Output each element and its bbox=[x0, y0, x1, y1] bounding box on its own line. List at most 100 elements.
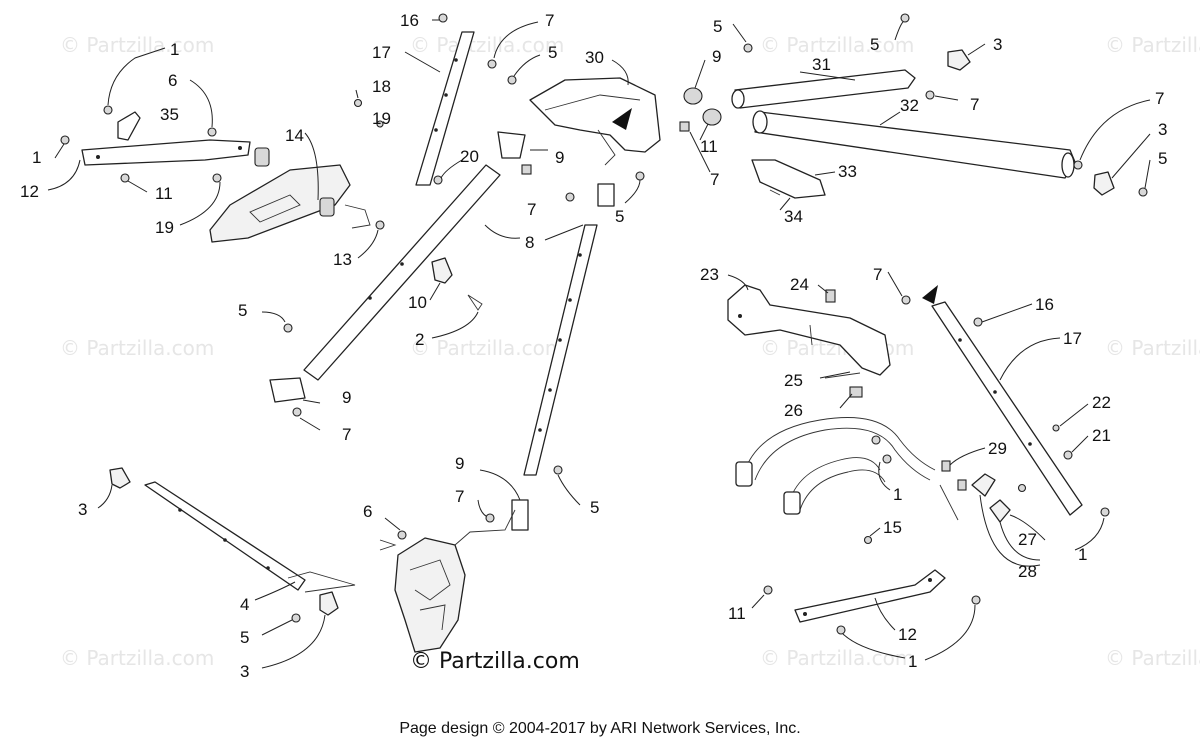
bolt bbox=[1052, 424, 1060, 432]
callout: 3 bbox=[1158, 120, 1167, 139]
washer bbox=[376, 120, 384, 128]
bolt bbox=[973, 317, 983, 327]
callout: 19 bbox=[155, 218, 174, 237]
support-bar bbox=[81, 139, 251, 166]
watermark: © Partzilla.com bbox=[410, 33, 564, 57]
callout: 5 bbox=[615, 207, 624, 226]
callout: 13 bbox=[333, 250, 352, 269]
watermark: © Partzilla.com bbox=[60, 33, 214, 57]
clip bbox=[849, 386, 863, 398]
spacer bbox=[941, 460, 951, 472]
bushing bbox=[521, 164, 532, 175]
nut bbox=[635, 171, 645, 181]
nut bbox=[485, 513, 495, 523]
tube-end bbox=[269, 377, 306, 403]
spacer bbox=[319, 197, 335, 217]
watermark: © Partzilla.com bbox=[410, 336, 564, 360]
bolt bbox=[863, 535, 873, 545]
callout: 25 bbox=[784, 371, 803, 390]
upper-vertical-bar-assembly bbox=[353, 13, 539, 186]
nut bbox=[882, 454, 892, 464]
callout: 15 bbox=[883, 518, 902, 537]
connector bbox=[735, 461, 753, 487]
watermark-grid: © Partzilla.com © Partzilla.com © Partzi… bbox=[60, 33, 1200, 670]
tube-end bbox=[597, 183, 615, 207]
callout: 19 bbox=[372, 109, 391, 128]
callout: 7 bbox=[710, 170, 719, 189]
nut bbox=[825, 289, 836, 303]
callout: 24 bbox=[790, 275, 809, 294]
cable bbox=[799, 469, 886, 511]
callout: 22 bbox=[1092, 393, 1111, 412]
callout: 1 bbox=[908, 652, 917, 671]
callout: 1 bbox=[893, 485, 902, 504]
callout: 1 bbox=[32, 148, 41, 167]
callout: 31 bbox=[812, 55, 831, 74]
mount-plate bbox=[209, 164, 351, 243]
right-mount-assembly bbox=[727, 271, 1110, 567]
callout: 9 bbox=[555, 148, 564, 167]
tie-rod-tube bbox=[523, 224, 598, 476]
callout: 2 bbox=[415, 330, 424, 349]
lower-right-bar-assembly bbox=[751, 527, 981, 661]
callout: 9 bbox=[342, 388, 351, 407]
lower-left-assembly bbox=[97, 465, 581, 669]
bolt bbox=[1017, 483, 1027, 493]
support-bar bbox=[794, 569, 946, 623]
frame-casting bbox=[394, 537, 466, 653]
upper-left-bracket-assembly bbox=[47, 47, 385, 259]
spacer bbox=[957, 479, 967, 491]
ball-joint bbox=[1093, 171, 1115, 196]
bolt bbox=[507, 75, 517, 85]
tube-end bbox=[497, 131, 526, 159]
bolt bbox=[900, 13, 910, 23]
cable bbox=[789, 457, 881, 501]
ball-joint bbox=[319, 591, 339, 616]
upper-tube-assembly bbox=[679, 13, 1151, 211]
watermark: © Partzilla.com bbox=[1105, 336, 1200, 360]
callout: 14 bbox=[285, 126, 304, 145]
spacer bbox=[254, 147, 270, 167]
callout: 1 bbox=[170, 40, 179, 59]
watermark: © Partzilla.com bbox=[760, 33, 914, 57]
callout: 20 bbox=[460, 147, 479, 166]
clamp bbox=[971, 473, 996, 497]
callout: 6 bbox=[168, 71, 177, 90]
callout: 7 bbox=[527, 200, 536, 219]
callout: 12 bbox=[898, 625, 917, 644]
nut bbox=[1073, 160, 1083, 170]
nut bbox=[1100, 507, 1110, 517]
callout: 3 bbox=[78, 500, 87, 519]
callout: 7 bbox=[1155, 89, 1164, 108]
clip bbox=[117, 111, 141, 141]
callout: 28 bbox=[1018, 562, 1037, 581]
bolt bbox=[212, 173, 222, 183]
tie-rod-tubes bbox=[269, 131, 615, 531]
watermark: © Partzilla.com bbox=[1105, 33, 1200, 57]
vertical-bar bbox=[415, 31, 475, 186]
nut bbox=[397, 530, 407, 540]
callout: 27 bbox=[1018, 530, 1037, 549]
callout: 9 bbox=[455, 454, 464, 473]
lower-bar bbox=[144, 481, 306, 591]
callout: 34 bbox=[784, 207, 803, 226]
mount-bracket bbox=[727, 284, 891, 376]
bushing bbox=[679, 121, 690, 132]
callout: 17 bbox=[372, 43, 391, 62]
connector bbox=[783, 491, 801, 515]
callout: 33 bbox=[838, 162, 857, 181]
bolt bbox=[763, 585, 773, 595]
callout: 11 bbox=[700, 137, 718, 156]
callout: 6 bbox=[363, 502, 372, 521]
arrow-indicator bbox=[612, 108, 632, 130]
callout: 7 bbox=[545, 11, 554, 30]
bolt bbox=[283, 323, 293, 333]
callout: 8 bbox=[525, 233, 534, 252]
watermark: © Partzilla.com bbox=[760, 646, 914, 670]
callout: 11 bbox=[728, 604, 746, 623]
tube-clip bbox=[431, 257, 453, 284]
callout: 35 bbox=[160, 105, 179, 124]
nut bbox=[565, 192, 575, 202]
callout: 30 bbox=[585, 48, 604, 67]
callout: 7 bbox=[455, 487, 464, 506]
